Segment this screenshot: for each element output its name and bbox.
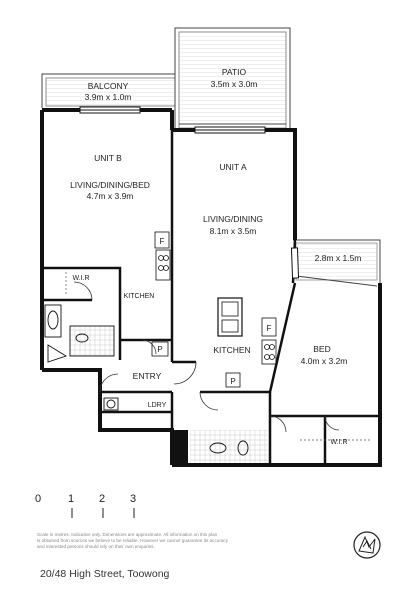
- scale-label-2: 2: [99, 493, 106, 505]
- cooktop-a: [261, 339, 277, 365]
- unit-b-living-dims: 4.7m x 3.9m: [87, 191, 134, 201]
- wir-b-label: W.I.R: [72, 275, 89, 282]
- cooktop-b: [155, 249, 171, 281]
- pantry-label-2: P: [230, 377, 235, 386]
- kitchen-island: [217, 297, 243, 337]
- laundry-label: LDRY: [148, 402, 167, 409]
- wir-a-label: W.I.R: [330, 439, 347, 446]
- exterior-walls: [40, 108, 382, 467]
- disclaimer: Scale in metres. Indicative only. Dimens…: [37, 532, 302, 550]
- patio-label: PATIO: [222, 67, 247, 77]
- disclaimer-line: Scale in metres. Indicative only. Dimens…: [37, 532, 218, 537]
- compass-logo: [353, 531, 381, 559]
- sliding-doors: [79, 106, 300, 279]
- fixture-boxes: [151, 231, 277, 388]
- kitchen-a-label: KITCHEN: [213, 345, 250, 355]
- small-balcony-dims: 2.8m x 1.5m: [315, 253, 362, 263]
- unit-a-living-dims: 8.1m x 3.5m: [210, 226, 257, 236]
- unit-b-label: UNIT B: [94, 153, 122, 163]
- kitchen-b-label: KITCHEN: [124, 293, 155, 300]
- scale-label-3: 3: [130, 493, 137, 505]
- bathroom-fixtures: [44, 304, 249, 456]
- wardrobe-rails: [65, 272, 370, 441]
- bathroom-tile: [190, 430, 268, 463]
- unit-b-living-label: LIVING/DINING/BED: [70, 180, 150, 190]
- pantry-label-1: P: [157, 345, 162, 354]
- interior-walls: [42, 110, 380, 465]
- balcony-outline: [41, 73, 176, 108]
- scale-bar: [71, 508, 135, 518]
- fridge-label-2: F: [267, 324, 272, 333]
- entry-label: ENTRY: [133, 371, 162, 381]
- bed-label: BED: [313, 344, 330, 354]
- disclaimer-line: is obtained from sources we believe to b…: [37, 538, 228, 543]
- unit-a-living-label: LIVING/DINING: [203, 214, 263, 224]
- bed-dims: 4.0m x 3.2m: [301, 356, 348, 366]
- stair-block: [172, 430, 188, 465]
- patio-dims: 3.5m x 3.0m: [211, 79, 258, 89]
- property-address: 20/48 High Street, Toowong: [40, 568, 170, 580]
- balcony-dims: 3.9m x 1.0m: [85, 92, 132, 102]
- scale-label-0: 0: [35, 493, 42, 505]
- disclaimer-line: and interested persons should rely on th…: [37, 544, 155, 549]
- scale-label-1: 1: [68, 493, 75, 505]
- balcony-label: BALCONY: [88, 81, 129, 91]
- fridge-label-1: F: [160, 237, 165, 246]
- unit-a-label: UNIT A: [219, 162, 247, 172]
- small-balcony-outline: [293, 239, 381, 287]
- door-swings: [73, 281, 340, 433]
